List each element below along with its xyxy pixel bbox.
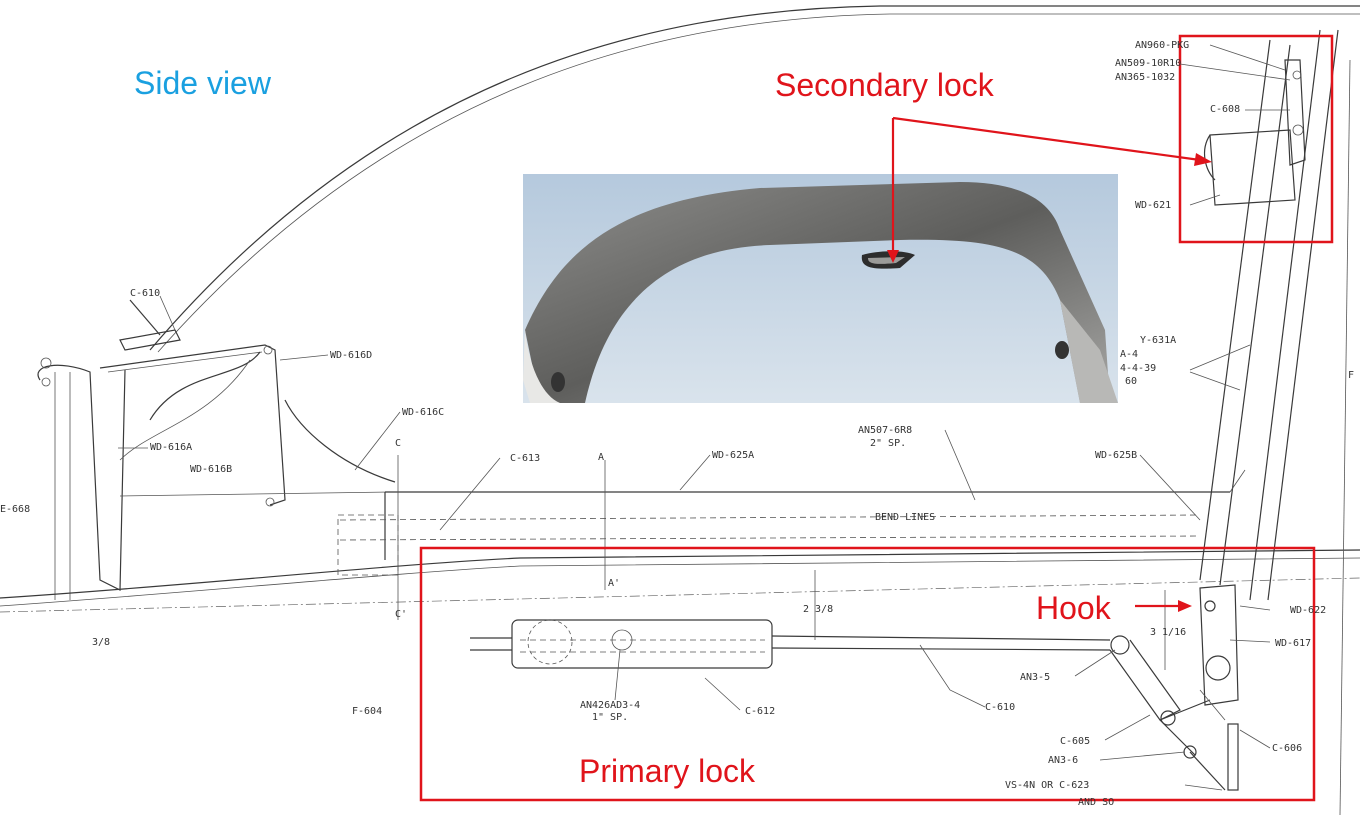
side-view-label: Side view [134, 65, 272, 101]
annotation-c612: C-612 [745, 706, 775, 717]
annotation-c608: C-608 [1210, 104, 1240, 115]
canopy-frame-rail [0, 455, 1360, 620]
annotation-c-bottom: C' [395, 609, 407, 620]
annotation-an426: AN426AD3-4 [580, 700, 640, 711]
annotation-an507-sp: 2" SP. [870, 438, 906, 449]
annotation-a44: A-4 [1120, 349, 1138, 360]
annotation-wd616d: WD-616D [330, 350, 372, 361]
annotation-f-right: F [1348, 370, 1354, 381]
secondary-lock-bracket [1203, 59, 1306, 206]
annotation-top-right-2: AN509-10R10 [1115, 58, 1181, 69]
annotation-an3-6: AN3-6 [1048, 755, 1078, 766]
canopy-frame-photo [523, 174, 1118, 403]
forward-bracket [37, 299, 396, 600]
annotation-wd625a: WD-625A [712, 450, 754, 461]
drawing-annotations: C-610 WD-616D WD-616C WD-616A WD-616B C-… [0, 40, 1354, 808]
annotation-wd616a: WD-616A [150, 442, 192, 453]
primary-lock-highlight-box [419, 546, 1316, 802]
annotation-wd617: WD-617 [1275, 638, 1311, 649]
annotation-dim-38: 3/8 [92, 637, 110, 648]
canopy-outline-inner [157, 13, 1360, 353]
rear-frame-post [1199, 29, 1351, 816]
primary-lock-mechanism [470, 570, 1239, 791]
hook-label: Hook [1036, 590, 1112, 626]
annotation-and-so: AND SO [1078, 797, 1114, 808]
annotation-top-right-1: AN960-PKG [1135, 40, 1189, 51]
annotation-dims-44: 4-4-39 [1120, 363, 1156, 374]
annotation-wd622: WD-622 [1290, 605, 1326, 616]
secondary-lock-label: Secondary lock [775, 67, 995, 103]
primary-lock-label: Primary lock [579, 753, 756, 789]
annotation-an35: AN3-5 [1020, 672, 1050, 683]
hook-arrow [1135, 600, 1192, 612]
leader-lines [118, 44, 1291, 791]
annotation-an507: AN507-6R8 [858, 425, 912, 436]
annotation-c610b: C-610 [985, 702, 1015, 713]
annotation-top-right-3: AN365-1032 [1115, 72, 1175, 83]
secondary-lock-highlight-box [1178, 34, 1334, 244]
annotation-f604: F-604 [352, 706, 382, 717]
annotation-dim-238: 2 3/8 [803, 604, 833, 615]
annotation-a-bottom: A' [608, 578, 620, 589]
annotation-c-top: C [395, 438, 401, 449]
annotation-c605: C-605 [1060, 736, 1090, 747]
annotation-c613: C-613 [510, 453, 540, 464]
annotation-wd621: WD-621 [1135, 200, 1171, 211]
annotation-bend-lines: BEND LINES [875, 512, 935, 523]
annotation-dim-316: 3 1/16 [1150, 627, 1186, 638]
annotation-wd616c: WD-616C [402, 407, 444, 418]
annotation-wd616b: WD-616B [190, 464, 232, 475]
canopy-outline [149, 5, 1360, 351]
annotation-wd625b: WD-625B [1095, 450, 1137, 461]
annotation-y631a: Y-631A [1140, 335, 1176, 346]
annotation-e668: E-668 [0, 504, 30, 515]
annotation-c606: C-606 [1272, 743, 1302, 754]
annotation-c610: C-610 [130, 288, 160, 299]
annotation-a-top: A [598, 452, 604, 463]
secondary-lock-arrows [887, 116, 1212, 263]
annotation-an426-sp: 1" SP. [592, 712, 628, 723]
annotation-vs: VS-4N OR C-623 [1005, 780, 1089, 791]
annotation-dims-60: 60 [1125, 376, 1137, 387]
